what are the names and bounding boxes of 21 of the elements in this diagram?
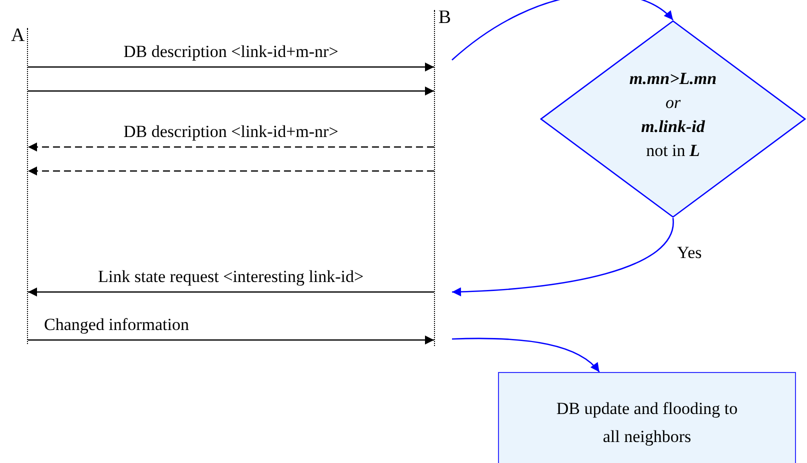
participant-label: B [438, 8, 451, 28]
edge-label: Changed information [42, 316, 191, 334]
arrow [28, 288, 434, 296]
edge-label: DB description <link-id+m-nr> [122, 43, 340, 61]
participant-label: A [11, 26, 25, 46]
lifeline [10, 28, 28, 344]
arrow [28, 86, 434, 96]
lifeline [434, 10, 452, 346]
curved-arrow [452, 338, 600, 372]
arrow [28, 336, 434, 344]
decision-diamond [540, 20, 806, 218]
condition-text: m.mn>L.mn or m.link-id not in L [628, 68, 718, 162]
edge-label: Link state request <interesting link-id> [96, 268, 366, 286]
curved-arrow [452, 218, 674, 296]
dashed-arrow [28, 166, 434, 176]
curved-arrow [452, 0, 674, 60]
arrow [28, 62, 434, 72]
dashed-arrow [28, 142, 434, 152]
process-text: DB update and flooding to all neighbors [555, 398, 739, 448]
process-box [498, 372, 796, 463]
edge-label: DB description <link-id+m-nr> [122, 123, 340, 141]
